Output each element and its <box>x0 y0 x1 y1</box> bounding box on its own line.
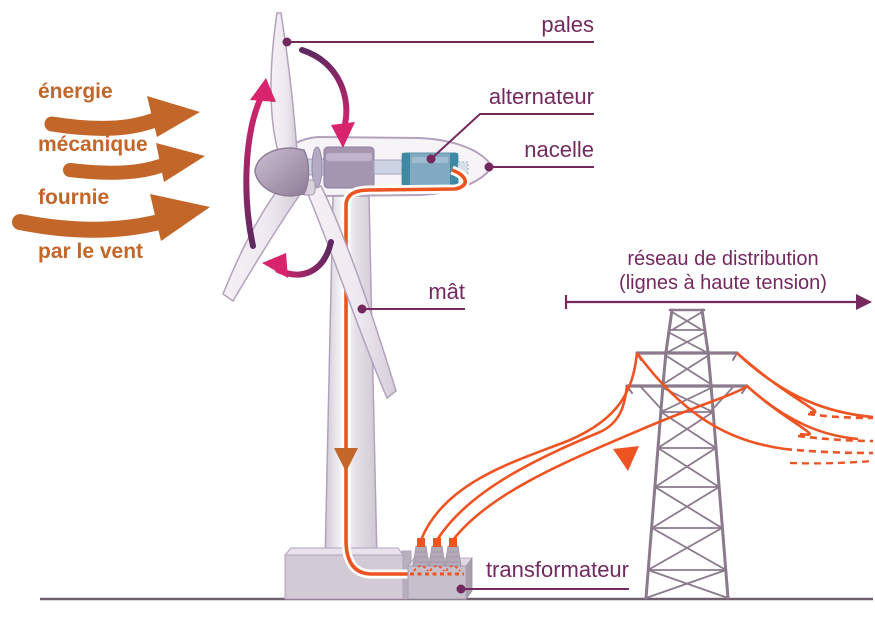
wind-arrow-3 <box>12 194 210 241</box>
wind-text-mecanique: mécanique <box>38 133 148 156</box>
label-mast: mât <box>428 279 465 304</box>
label-alternator: alternateur <box>488 84 594 109</box>
label-blades: pales <box>541 12 594 37</box>
label-leader-lines <box>282 37 629 594</box>
gearbox <box>323 146 375 189</box>
label-network-line2: (lignes à haute tension) <box>619 272 827 294</box>
rotation-arrows <box>243 47 355 278</box>
mast-flow-arrow-icon <box>334 448 358 472</box>
transformer-insulators <box>412 545 462 567</box>
transformer <box>407 538 473 601</box>
transmission-tower <box>625 308 749 600</box>
label-transformer: transformateur <box>485 557 629 582</box>
insulator-caps <box>417 538 457 547</box>
label-network-line1: réseau de distribution <box>627 248 819 270</box>
secondary-shaft <box>373 159 405 175</box>
blade-lower-left <box>222 176 302 303</box>
network-range-arrow <box>564 294 872 310</box>
hub-cone <box>254 147 310 197</box>
transformer-internal-cable <box>410 565 464 576</box>
rotor <box>222 12 397 400</box>
wind-text-par-le-vent: par le vent <box>38 240 144 263</box>
power-cable <box>341 165 470 579</box>
wind-arrows <box>12 96 210 241</box>
wind-text-fournie: fournie <box>38 186 110 209</box>
high-voltage-cables <box>419 352 874 541</box>
rotation-arrow-left <box>243 92 265 249</box>
blade-top <box>270 12 298 159</box>
label-nacelle: nacelle <box>524 137 594 162</box>
cable-flow-arrow-icon <box>613 446 639 471</box>
wind-text-energie: énergie <box>38 80 113 103</box>
wind-arrow-2 <box>63 143 205 182</box>
rotation-arrow-right <box>299 47 350 131</box>
wind-arrow-1 <box>44 96 200 137</box>
